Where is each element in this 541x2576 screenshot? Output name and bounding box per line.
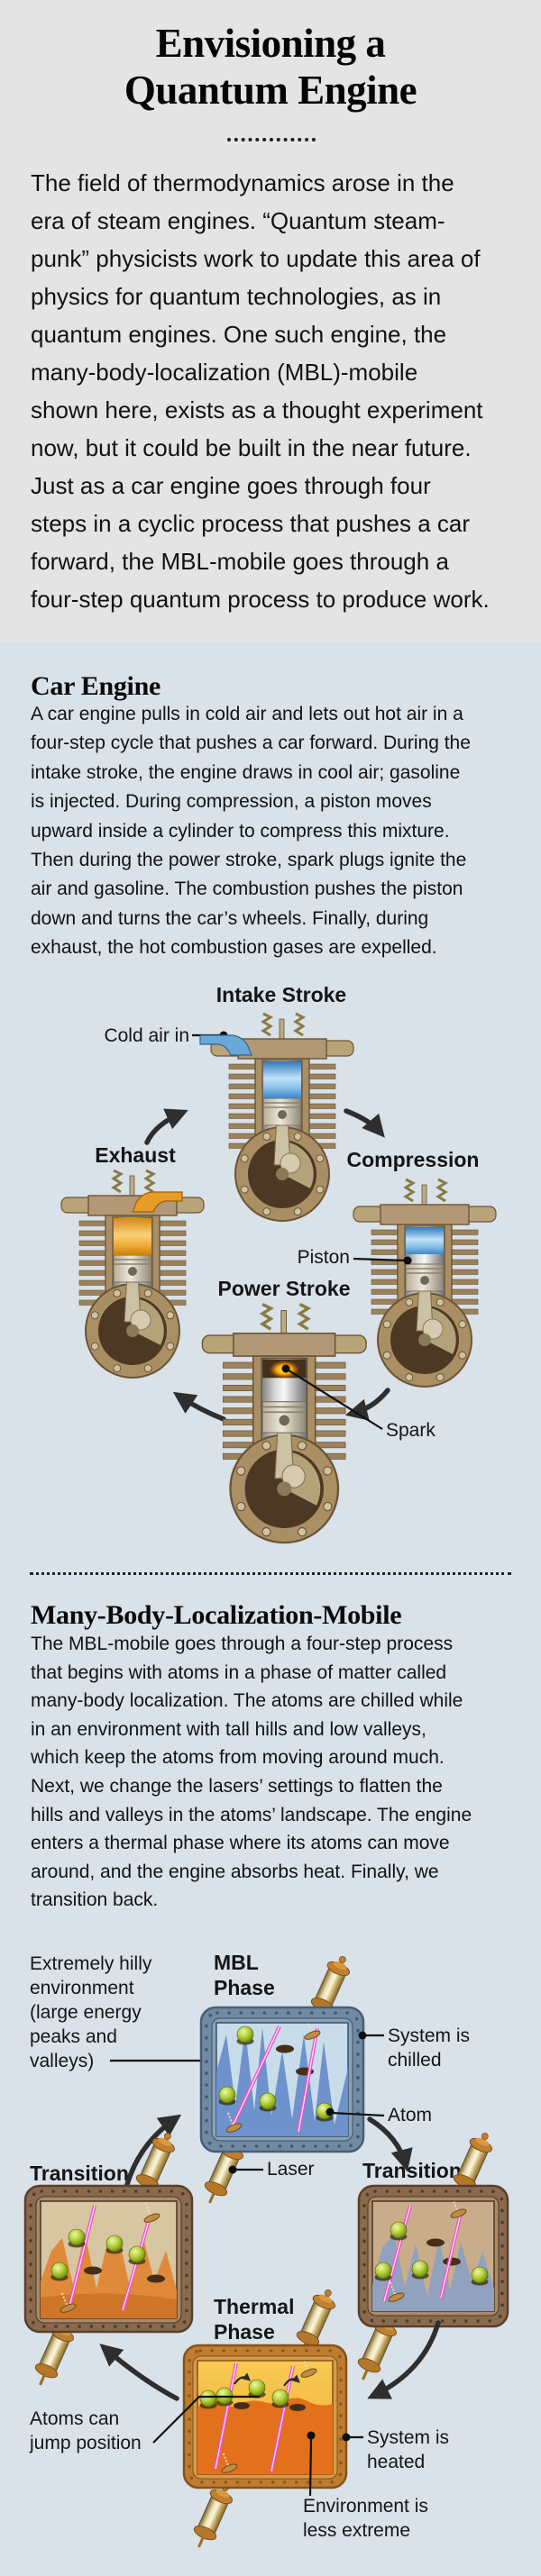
arrow-mbl-to-right-transition	[367, 2116, 413, 2172]
svg-text:Phase: Phase	[214, 1976, 275, 1999]
cold-air-in-label: Cold air in	[104, 1025, 189, 1046]
svg-text:Phase: Phase	[214, 2320, 275, 2344]
atom-label: Atom	[326, 2105, 432, 2125]
transition-left-label: Transition	[30, 2162, 129, 2185]
svg-text:Thermal: Thermal	[214, 2295, 294, 2318]
svg-text:MBL: MBL	[214, 1951, 259, 1974]
dotted-section-divider	[30, 1572, 511, 1575]
car-engine-cycle-diagram: Intake Stroke Cold air in Exhaust Compre…	[60, 983, 498, 1544]
arrow-compression-to-power	[344, 1388, 390, 1421]
arrow-power-to-exhaust	[172, 1391, 226, 1422]
car-engine-paragraph: A car engine pulls in cold air and lets …	[31, 704, 471, 959]
intro-paragraph: The field of thermodynamics arose in the…	[31, 169, 490, 613]
arrow-left-transition-to-mbl	[124, 2114, 182, 2190]
atoms-jump-label: Atoms can jump position	[29, 2395, 260, 2453]
arrow-thermal-to-left-transition	[99, 2344, 179, 2401]
svg-text:peaks and: peaks and	[30, 2026, 117, 2047]
mbl-phase-label: MBL Phase	[214, 1951, 275, 1999]
svg-text:Atom: Atom	[388, 2105, 432, 2125]
exhaust-engine-illustration	[60, 1169, 206, 1379]
svg-text:less extreme: less extreme	[303, 2520, 410, 2541]
svg-text:heated: heated	[367, 2452, 425, 2472]
svg-text:System is: System is	[388, 2025, 470, 2046]
svg-text:environment: environment	[30, 1978, 134, 1998]
atom-jump-arrow	[234, 2372, 252, 2385]
page-title: Envisioning a Quantum Engine	[0, 20, 541, 114]
car-engine-heading: Car Engine	[31, 671, 160, 701]
hilly-environment-label: Extremely hilly environment (large energ…	[30, 1953, 243, 2071]
exhaust-label: Exhaust	[95, 1143, 176, 1167]
transition-right-label: Transition	[362, 2159, 462, 2182]
svg-text:Laser: Laser	[267, 2159, 315, 2180]
svg-text:Environment is: Environment is	[303, 2496, 428, 2517]
page-title-line2: Quantum Engine	[124, 68, 417, 113]
mbl-paragraph: The MBL-mobile goes through a four-step …	[31, 1634, 472, 1911]
page-title-line1: Envisioning a	[155, 21, 386, 66]
arrow-exhaust-to-intake	[144, 1108, 188, 1145]
atom-jump-arrow	[283, 2374, 301, 2387]
svg-text:valleys): valleys)	[30, 2051, 94, 2071]
svg-text:(large energy: (large energy	[30, 2002, 142, 2023]
piston-label: Piston	[298, 1247, 350, 1268]
thermal-phase-machine	[182, 2283, 348, 2553]
svg-text:chilled: chilled	[388, 2050, 442, 2071]
title-dotted-divider	[227, 138, 316, 141]
intake-stroke-label: Intake Stroke	[216, 983, 346, 1006]
compression-engine-illustration	[352, 1178, 498, 1388]
power-stroke-label: Power Stroke	[218, 1277, 351, 1300]
intake-stroke-engine-illustration	[199, 1012, 355, 1223]
power-stroke-engine-illustration	[200, 1302, 368, 1544]
right-transition-machine	[351, 2126, 509, 2385]
environment-less-extreme-label: Environment is less extreme	[303, 2431, 428, 2541]
system-heated-label: System is heated	[342, 2427, 449, 2472]
svg-text:Extremely hilly: Extremely hilly	[30, 1953, 152, 1974]
arrow-intake-to-compression	[344, 1108, 385, 1138]
system-chilled-label: System is chilled	[358, 2025, 470, 2071]
mbl-cycle-diagram: Extremely hilly environment (large energ…	[23, 1950, 509, 2553]
mbl-heading: Many-Body-Localization-Mobile	[31, 1600, 402, 1630]
thermal-phase-label: Thermal Phase	[214, 2295, 294, 2344]
svg-text:jump position: jump position	[29, 2433, 142, 2453]
compression-label: Compression	[347, 1148, 480, 1171]
left-transition-machine	[23, 2126, 194, 2390]
spark-pointer	[281, 1364, 383, 1430]
spark-label: Spark	[386, 1420, 436, 1441]
mbl-phase-machine	[197, 1950, 365, 2208]
arrow-right-transition-to-thermal	[367, 2320, 441, 2399]
piston-pointer	[353, 1256, 412, 1265]
svg-text:Atoms can: Atoms can	[30, 2408, 119, 2429]
laser-label: Laser	[228, 2159, 315, 2180]
svg-text:System is: System is	[367, 2427, 449, 2448]
